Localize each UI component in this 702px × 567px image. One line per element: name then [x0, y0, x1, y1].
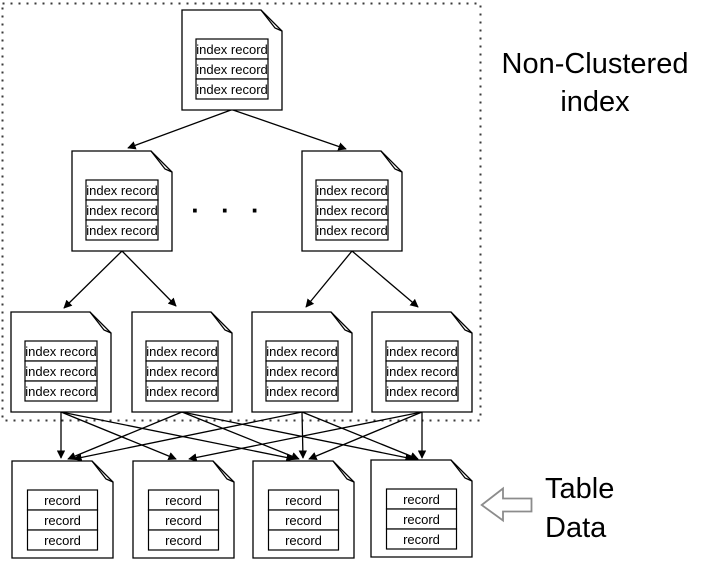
more-pages-ellipsis: · · ·	[191, 195, 266, 225]
record-label: record	[285, 513, 322, 528]
index-record-label: index record	[196, 42, 268, 57]
index-record-label: index record	[146, 344, 218, 359]
record-box	[26, 529, 99, 551]
index-record-label: index record	[386, 364, 458, 379]
arrow-internal-left-to-leaf2	[121, 250, 177, 307]
index-record-label: index record	[25, 344, 97, 359]
index-page-leaf-3: index record index record index record	[251, 311, 353, 413]
record-box	[315, 219, 389, 241]
arrow-leaf3-to-table3	[298, 411, 308, 459]
table-data-page-2: record record record	[132, 460, 235, 559]
arrow-internal-left-to-leaf1	[63, 250, 123, 309]
index-page-leaf-1: index record index record index record	[10, 311, 112, 413]
index-record-label: index record	[86, 223, 158, 238]
table-data-page-1: record record record	[11, 460, 114, 559]
index-record-label: index record	[316, 183, 388, 198]
index-record-label: index record	[25, 364, 97, 379]
index-page-internal-left: index record index record index record	[71, 150, 173, 252]
record-box	[145, 380, 219, 402]
arrow-internal-right-to-leaf4	[351, 250, 419, 308]
table-data-label-line1: Table	[545, 473, 614, 505]
index-record-label: index record	[86, 183, 158, 198]
arrow-root-to-internal-right	[232, 109, 347, 151]
arrow-leaf2-to-table4	[181, 411, 414, 462]
index-record-label: index record	[386, 384, 458, 399]
index-page-leaf-2: index record index record index record	[131, 311, 233, 413]
record-label: record	[44, 493, 81, 508]
table-data-label-line2: Data	[545, 512, 607, 544]
non-clustered-index-label-line1: Non-Clustered	[502, 48, 689, 80]
record-label: record	[403, 532, 440, 547]
record-label: record	[285, 533, 322, 548]
index-record-label: index record	[196, 62, 268, 77]
record-label: record	[403, 512, 440, 527]
record-box	[195, 78, 269, 100]
record-box	[385, 528, 458, 550]
record-label: record	[44, 533, 81, 548]
table-data-page-3: record record record	[252, 460, 355, 559]
index-record-label: index record	[146, 364, 218, 379]
record-label: record	[165, 493, 202, 508]
index-page-internal-right: index record index record index record	[301, 150, 403, 252]
index-record-label: index record	[86, 203, 158, 218]
record-label: record	[165, 513, 202, 528]
record-box	[385, 380, 459, 402]
arrow-leaf4-to-table2	[188, 411, 423, 462]
record-box	[265, 380, 339, 402]
arrow-root-to-internal-left	[127, 109, 232, 150]
arrow-leaf1-to-table2	[60, 411, 177, 461]
index-record-label: index record	[386, 344, 458, 359]
record-label: record	[285, 493, 322, 508]
record-box	[24, 380, 98, 402]
arrow-leaf3-to-table1	[73, 411, 303, 462]
index-page-root: index record index record index record	[181, 9, 283, 111]
arrow-leaf2-to-table3	[181, 411, 300, 461]
record-label: record	[165, 533, 202, 548]
arrow-leaf3-to-table4	[301, 411, 419, 461]
index-record-label: index record	[25, 384, 97, 399]
index-record-label: index record	[196, 82, 268, 97]
arrow-internal-right-to-leaf3	[305, 250, 353, 308]
index-page-leaf-4: index record index record index record	[371, 311, 473, 413]
record-box	[85, 219, 159, 241]
table-data-page-4: record record record	[370, 459, 473, 558]
index-record-label: index record	[266, 384, 338, 399]
record-label: record	[403, 492, 440, 507]
left-block-arrow-icon	[480, 486, 533, 523]
arrow-leaf4-to-table3	[308, 411, 423, 460]
record-box	[147, 529, 220, 551]
arrow-leaf2-to-table1	[67, 411, 183, 461]
record-label: record	[44, 513, 81, 528]
index-record-label: index record	[266, 344, 338, 359]
record-box	[267, 529, 340, 551]
arrow-leaf1-to-table3	[60, 411, 295, 462]
non-clustered-index-label-line2: index	[560, 86, 630, 118]
index-record-label: index record	[146, 384, 218, 399]
index-record-label: index record	[266, 364, 338, 379]
index-record-label: index record	[316, 203, 388, 218]
index-record-label: index record	[316, 223, 388, 238]
